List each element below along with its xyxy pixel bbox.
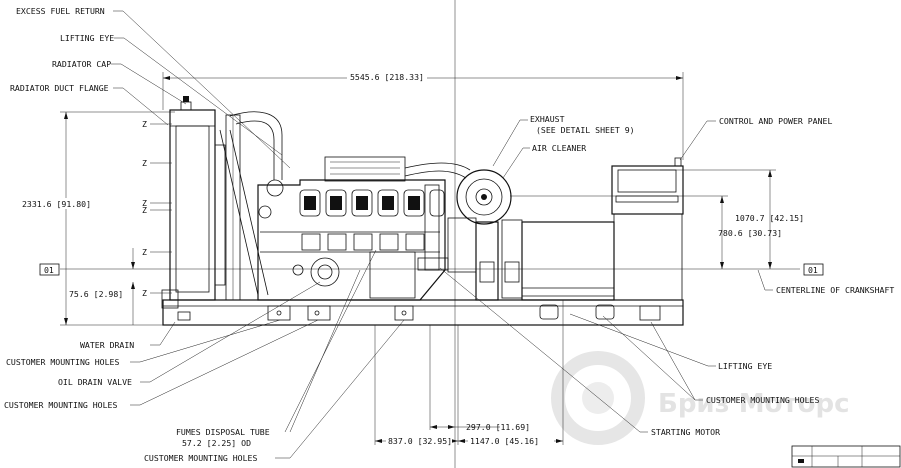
overall-height-dimension: 2331.6 [91.80] (20, 111, 175, 326)
label-fumes-disposal-tube: FUMES DISPOSAL TUBE (176, 427, 270, 437)
base-frame (162, 299, 684, 326)
label-water-drain: WATER DRAIN (80, 340, 134, 350)
z-mark-6: Z (142, 288, 147, 298)
dim-base-centerline: 75.6 [2.98] (69, 289, 123, 299)
dim-837: 837.0 [32.95] (388, 436, 452, 446)
air-cleaner-assembly (447, 169, 523, 301)
label-oil-drain-valve: OIL DRAIN VALVE (58, 377, 132, 387)
label-lifting-eye-right: LIFTING EYE (718, 361, 772, 371)
leader-lines (111, 10, 773, 459)
datum-left-label: 01 (44, 265, 54, 275)
bottom-dimensions: 297.0 [11.69] 837.0 [32.95] 1147.0 [45.1… (374, 300, 564, 446)
label-excess-fuel-return: EXCESS FUEL RETURN (16, 6, 105, 16)
dim-panel-height: 1070.7 [42.15] (735, 213, 804, 223)
dim-overall-height: 2331.6 [91.80] (22, 199, 91, 209)
label-radiator-cap: RADIATOR CAP (52, 59, 111, 69)
label-exhaust-detail: (SEE DETAIL SHEET 9) (536, 125, 635, 135)
label-customer-mounting-holes-1: CUSTOMER MOUNTING HOLES (6, 357, 119, 367)
label-exhaust: EXHAUST (530, 114, 565, 124)
cylinder-heads (299, 189, 445, 251)
panel-height-dimensions: 1070.7 [42.15] 780.6 [30.73] (510, 169, 804, 269)
base-centerline-dimension: 75.6 [2.98] (69, 248, 135, 325)
label-air-cleaner: AIR CLEANER (532, 143, 586, 153)
z-mark-1: Z (142, 119, 147, 129)
label-centerline-crankshaft: CENTERLINE OF CRANKSHAFT (776, 285, 894, 295)
overall-length-dimension: 5545.6 [218.33] (162, 71, 684, 160)
engine-block (229, 111, 471, 301)
z-mark-3: Z (142, 198, 147, 208)
title-block-fragment (791, 445, 901, 468)
dim-overall-length: 5545.6 [218.33] (350, 72, 424, 82)
radiator (161, 96, 269, 309)
z-mark-4: Z (142, 205, 147, 215)
z-mark-5: Z (142, 247, 147, 257)
label-customer-mounting-holes-4: CUSTOMER MOUNTING HOLES (706, 395, 819, 405)
label-control-power-panel: CONTROL AND POWER PANEL (719, 116, 832, 126)
datum-right-label: 01 (808, 265, 818, 275)
datum-right: 01 (803, 263, 824, 276)
z-markers: Z Z Z Z Z Z (142, 119, 172, 298)
generator-body (521, 157, 684, 301)
label-starting-motor: STARTING MOTOR (651, 427, 720, 437)
datum-left: 01 (39, 263, 60, 276)
label-radiator-duct-flange: RADIATOR DUCT FLANGE (10, 83, 109, 93)
watermark-logo: Бриз Моторс (551, 351, 850, 445)
label-customer-mounting-holes-3: CUSTOMER MOUNTING HOLES (144, 453, 257, 463)
label-lifting-eye-top: LIFTING EYE (60, 33, 114, 43)
label-fumes-tube-od: 57.2 [2.25] OD (182, 438, 251, 448)
dim-cleaner-height: 780.6 [30.73] (718, 228, 782, 238)
dim-1147: 1147.0 [45.16] (470, 436, 539, 446)
watermark-text: Бриз Моторс (658, 389, 850, 419)
label-customer-mounting-holes-2: CUSTOMER MOUNTING HOLES (4, 400, 117, 410)
dim-297: 297.0 [11.69] (466, 422, 530, 432)
z-mark-2: Z (142, 158, 147, 168)
